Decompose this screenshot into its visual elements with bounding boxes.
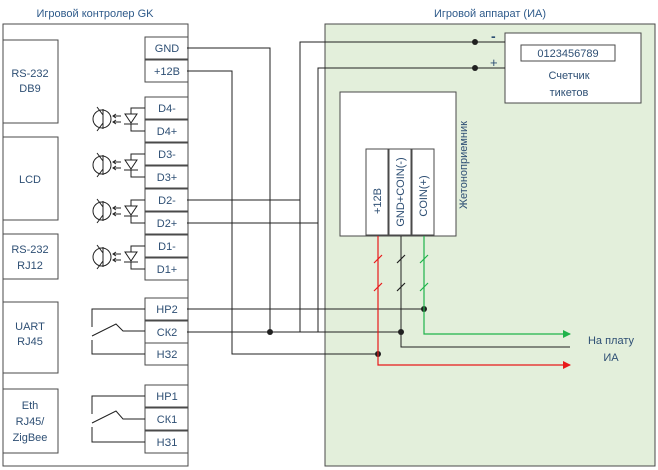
module-eth-line-3: ZigBee: [13, 432, 48, 444]
module-rs232-db9-line-1: RS-232: [11, 68, 48, 80]
module-rs232-db9-line-2: DB9: [19, 83, 40, 95]
module-rs232-rj12-line-2: RJ12: [17, 260, 43, 272]
pin-label: D3-: [158, 149, 176, 161]
counter-label-line-1: Счетчик: [548, 70, 589, 82]
optocoupler-symbol: [92, 152, 145, 178]
controller-title: Игровой контролер GK: [37, 8, 155, 20]
optocoupler-symbol: [92, 198, 145, 224]
board-label-line-2: ИА: [603, 352, 619, 364]
counter-display: [520, 44, 616, 62]
module-lcd: [2, 136, 59, 221]
pin-label: НР1: [156, 391, 177, 403]
machine-title: Игровой аппарат (ИА): [434, 8, 546, 20]
pin-label: D3+: [157, 172, 178, 184]
pin-label: D1+: [157, 264, 178, 276]
pin-label: +12В: [154, 66, 180, 78]
black-wire-ticks: [396, 254, 406, 292]
controller-pin-column: GND +12В D4- D4+ D3- D3+ D2- D2+ D1- D1+ НР2СК2НЗ2…: [144, 36, 189, 454]
acceptor-pin-gnd-coin-minus-label: GND+COIN(-): [395, 157, 407, 226]
acceptor-pin-12v: [365, 148, 389, 236]
module-rs232-rj12: [2, 233, 59, 280]
red-wire: [373, 236, 571, 369]
module-eth: [2, 388, 59, 454]
coin-acceptor-title: Жетоноприемник: [458, 121, 470, 209]
pin-label: СК1: [157, 414, 177, 426]
pin-label: D1-: [158, 241, 176, 253]
counter-minus-sign: -: [491, 28, 496, 44]
module-eth-line-1: Eth: [22, 400, 39, 412]
pin-label: D4+: [157, 126, 178, 138]
green-wire: [419, 236, 571, 338]
controller-modules: RS-232 DB9 LCD RS-232 RJ12 UART RJ45 Eth…: [2, 39, 59, 454]
module-uart-rj45-line-1: UART: [15, 321, 45, 333]
pin-label: НР2: [156, 304, 177, 316]
counter-plus-sign: +: [490, 55, 498, 70]
counter-label-line-2: тикетов: [550, 87, 589, 99]
board-label-line-1: На плату: [588, 335, 635, 347]
module-uart-rj45-line-2: RJ45: [17, 336, 43, 348]
pin-label: D2-: [158, 195, 176, 207]
acceptor-pin-12v-label: +12В: [372, 188, 384, 214]
pin-label: НЗ2: [157, 349, 178, 361]
optocouplers: [92, 106, 145, 270]
acceptor-pin-gnd-coin-minus: [388, 148, 412, 236]
optocoupler-symbol: [92, 106, 145, 132]
acceptor-pin-coin-plus: [411, 148, 435, 236]
acceptor-pin-coin-plus-label: COIN(+): [418, 175, 430, 216]
pin-label: D2+: [157, 218, 178, 230]
counter-display-value: 0123456789: [537, 48, 598, 60]
module-rs232-db9: [2, 39, 59, 124]
module-rs232-rj12-line-1: RS-232: [11, 244, 48, 256]
pin-label: СК2: [157, 327, 177, 339]
relay-1: [91, 395, 145, 443]
module-lcd-line-1: LCD: [19, 174, 41, 186]
module-eth-line-2: RJ45/: [16, 416, 46, 428]
pin-label: GND: [155, 43, 180, 55]
black-wires: [187, 41, 570, 355]
module-uart-rj45: [2, 301, 59, 374]
relay-2: [91, 308, 145, 355]
pin-label: D4-: [158, 103, 176, 115]
pin-label: НЗ1: [157, 437, 178, 449]
optocoupler-symbol: [92, 244, 145, 270]
